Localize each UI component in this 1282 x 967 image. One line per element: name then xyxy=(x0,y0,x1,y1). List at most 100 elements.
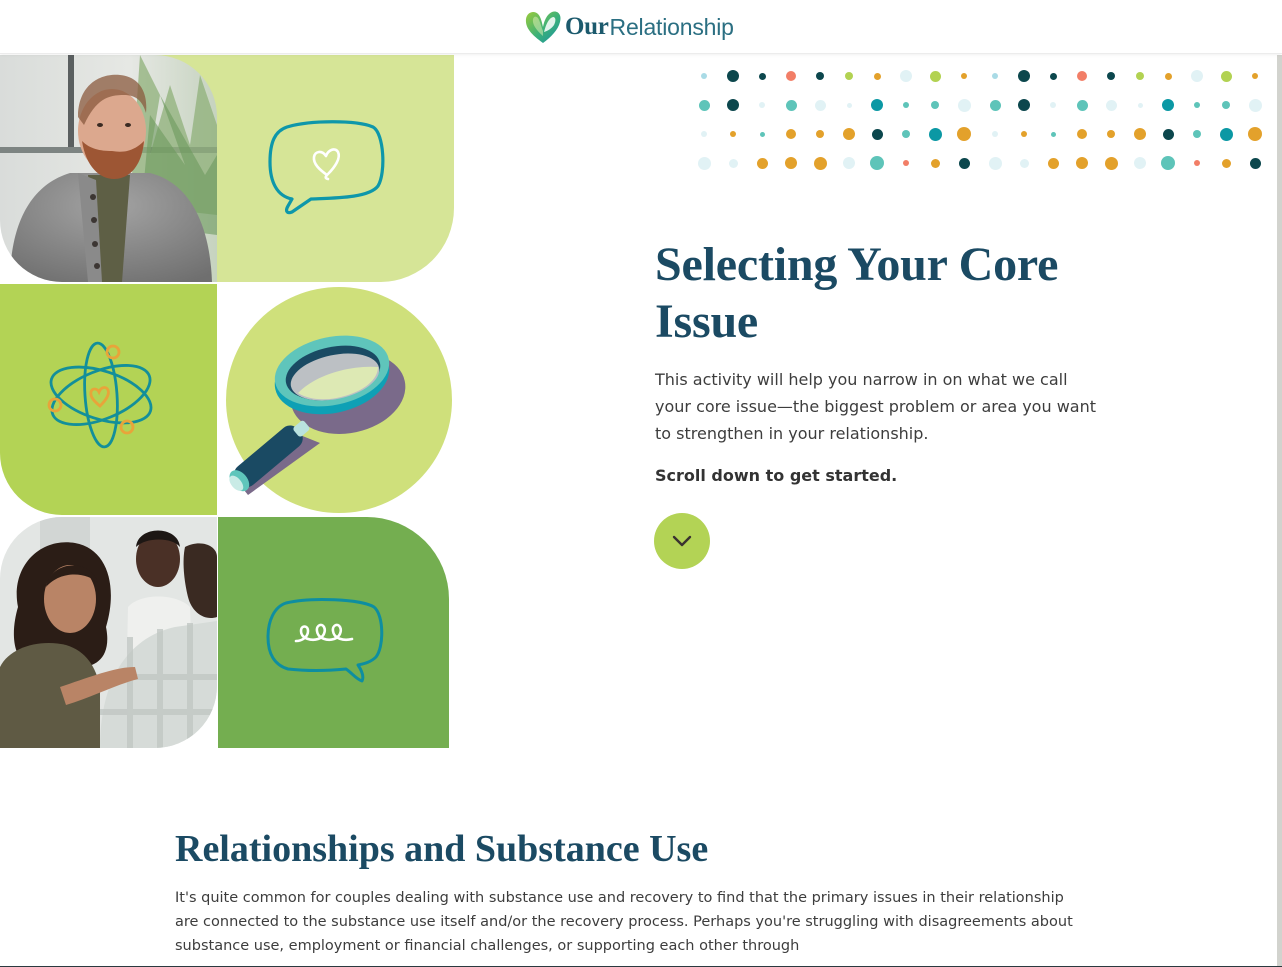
decorative-dot xyxy=(728,158,738,168)
scroll-instruction: Scroll down to get started. xyxy=(655,466,898,485)
decorative-dot xyxy=(1164,72,1172,80)
decorative-dot xyxy=(903,160,909,166)
atom-heart-icon xyxy=(47,341,153,449)
decorative-dot xyxy=(1019,158,1029,168)
decorative-dot xyxy=(1161,156,1175,170)
speech-bubble-loops-icon xyxy=(266,598,384,683)
decorative-dot xyxy=(871,99,883,111)
decorative-dot xyxy=(759,131,765,137)
decorative-dot xyxy=(813,156,827,170)
tile-atom-heart xyxy=(0,284,217,515)
decorative-dot xyxy=(1077,129,1087,139)
decorative-dot xyxy=(816,130,824,138)
decorative-dot xyxy=(930,158,940,168)
decorative-dot xyxy=(1194,102,1200,108)
decorative-dot xyxy=(1050,131,1056,137)
decorative-dot xyxy=(1018,99,1030,111)
decorative-dot xyxy=(1221,158,1231,168)
decorative-dot xyxy=(730,131,736,137)
speech-bubble-heart-icon xyxy=(268,120,385,215)
logo-text-bold: Our xyxy=(565,13,609,40)
decorative-dot xyxy=(816,72,824,80)
decorative-dot xyxy=(871,128,883,140)
hero-content: Selecting Your Core Issue This activity … xyxy=(654,236,1125,569)
decorative-dot xyxy=(1018,70,1030,82)
decorative-dot xyxy=(1162,128,1174,140)
decorative-dot xyxy=(1134,157,1146,169)
decorative-dot xyxy=(1252,73,1258,79)
section-body: It's quite common for couples dealing wi… xyxy=(175,890,1073,954)
decorative-dot xyxy=(727,70,739,82)
magnifying-glass-icon xyxy=(229,335,406,495)
decorative-dot xyxy=(786,71,796,81)
decorative-dot xyxy=(900,70,912,82)
decorative-dot xyxy=(1107,130,1115,138)
decorative-dot xyxy=(756,157,768,169)
decorative-dot xyxy=(1047,157,1059,169)
tile-speech-bubble-loops xyxy=(218,517,449,748)
decorative-dot xyxy=(697,156,711,170)
decorative-dot xyxy=(846,102,852,108)
decorative-dot xyxy=(1219,127,1233,141)
decorative-dot xyxy=(992,131,998,137)
decorative-dot xyxy=(759,102,765,108)
decorative-dot xyxy=(1049,72,1057,80)
photo-man-cardigan-image xyxy=(0,55,217,282)
page-title: Selecting Your Core Issue xyxy=(655,238,1059,348)
decorative-dot xyxy=(701,73,707,79)
decorative-dot xyxy=(957,127,971,141)
decorative-dot xyxy=(988,156,1002,170)
decorative-dot xyxy=(902,130,910,138)
decorative-dot xyxy=(961,73,967,79)
decorative-dot xyxy=(698,99,710,111)
decorative-dot xyxy=(758,72,766,80)
decorative-dot xyxy=(1162,99,1174,111)
logo-text-regular: Relationship xyxy=(609,13,734,40)
decorative-dot xyxy=(1134,128,1146,140)
decorative-dot xyxy=(1021,131,1027,137)
decorative-dot xyxy=(1136,72,1144,80)
chevron-down-icon xyxy=(672,535,692,547)
substance-use-section: Relationships and Substance Use It's qui… xyxy=(175,826,1105,954)
decorative-dot xyxy=(1050,102,1056,108)
decorative-dot xyxy=(1077,71,1087,81)
decorative-dot xyxy=(785,99,797,111)
decorative-dot xyxy=(701,131,707,137)
decorative-dot xyxy=(786,129,796,139)
decorative-dot xyxy=(1107,72,1115,80)
decorative-dot xyxy=(1193,130,1201,138)
decorative-dot xyxy=(1076,157,1088,169)
decorative-dot xyxy=(992,73,998,79)
heart-logo-icon xyxy=(525,11,561,43)
decorative-dot xyxy=(931,101,939,109)
decorative-dot xyxy=(928,127,942,141)
decorative-dot xyxy=(929,70,941,82)
decorative-dot xyxy=(1105,99,1117,111)
decorative-dot xyxy=(1220,70,1232,82)
decorative-dot xyxy=(1104,156,1118,170)
decorative-dot xyxy=(1137,102,1143,108)
decorative-dot xyxy=(989,99,1001,111)
photo-man-cardigan xyxy=(0,55,217,282)
decorative-dot xyxy=(873,72,881,80)
decorative-dot xyxy=(1076,99,1088,111)
decorative-dot xyxy=(1191,70,1203,82)
decorative-dot xyxy=(814,99,826,111)
decorative-dot xyxy=(958,157,970,169)
decorative-dot xyxy=(1222,101,1230,109)
decorative-dot xyxy=(1249,157,1261,169)
decorative-dot xyxy=(1248,127,1262,141)
decorative-dot xyxy=(845,72,853,80)
decorative-dot xyxy=(870,156,884,170)
decorative-dot xyxy=(903,102,909,108)
section-title: Relationships and Substance Use xyxy=(175,828,709,870)
decorative-dot xyxy=(1194,160,1200,166)
photo-group-support-image xyxy=(0,517,217,748)
scroll-down-button[interactable] xyxy=(654,513,710,569)
decorative-dot xyxy=(843,157,855,169)
tile-magnifying-glass xyxy=(226,287,452,513)
page-scrollbar[interactable] xyxy=(1277,55,1282,966)
decorative-dot xyxy=(957,98,971,112)
